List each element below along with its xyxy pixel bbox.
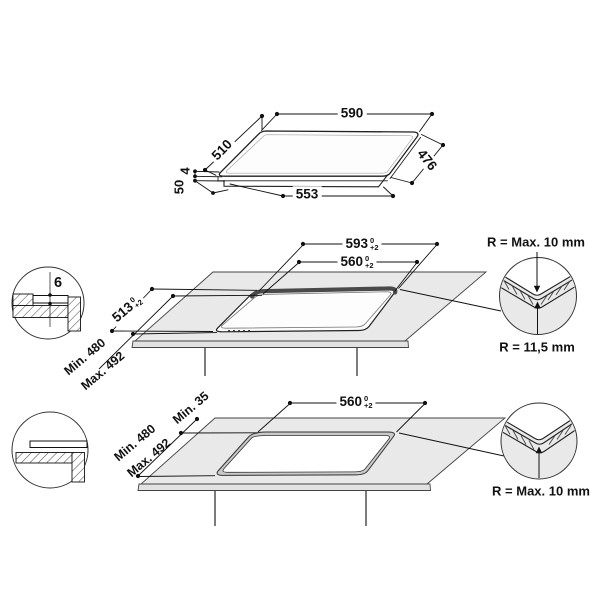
dim-glass-thickness-label: 4 (177, 166, 193, 175)
dim-width-top-label: 590 (337, 105, 367, 121)
corner-detail-leader (398, 432, 505, 457)
dim-recess-width-label: 593 0+2 (342, 235, 382, 252)
overlay-install-diagram (11, 400, 578, 526)
hob-isometric-view (193, 111, 446, 199)
cabinet-side-lines (214, 490, 367, 526)
flush-install-diagram (11, 241, 577, 376)
tolerance-stack: 0+2 (369, 235, 379, 252)
dim-rebate-depth-label: 6 (53, 274, 63, 291)
cabinet-side-lines (204, 347, 358, 376)
edge-profile-detail-overlay (11, 411, 89, 489)
worktop-front-edge (131, 340, 409, 348)
hob-edge-on-worktop (29, 440, 88, 448)
control-dots (227, 329, 251, 333)
dim-width-bottom-label: 553 (292, 186, 322, 202)
dim-body-height-label: 50 (171, 179, 187, 194)
dimension-endpoints (193, 111, 446, 199)
radius-cutout-label-overlay: R = Max. 10 mm (492, 483, 590, 499)
arrow-down-icon (533, 285, 541, 293)
arrow-up-icon (535, 446, 543, 454)
radius-cutout-label-flush: R = Max. 10 mm (487, 234, 585, 250)
radius-hob-label: R = 11,5 mm (499, 339, 575, 355)
corner-radius-detail-flush (499, 252, 577, 335)
edge-profile-detail-flush (11, 266, 85, 340)
tolerance-stack: 0+2 (363, 393, 373, 410)
worktop-front-edge (137, 483, 431, 491)
arrow-up-icon (534, 301, 541, 309)
corner-detail-leader (399, 289, 502, 312)
dim-cutout-width-label-overlay: 560 0+2 (336, 393, 376, 410)
corner-radius-detail-overlay (500, 402, 578, 480)
hob-glass-top-face (218, 130, 419, 177)
dim-cutout-width-label: 560 0+2 (337, 253, 377, 270)
tolerance-stack: 0+2 (364, 253, 374, 270)
